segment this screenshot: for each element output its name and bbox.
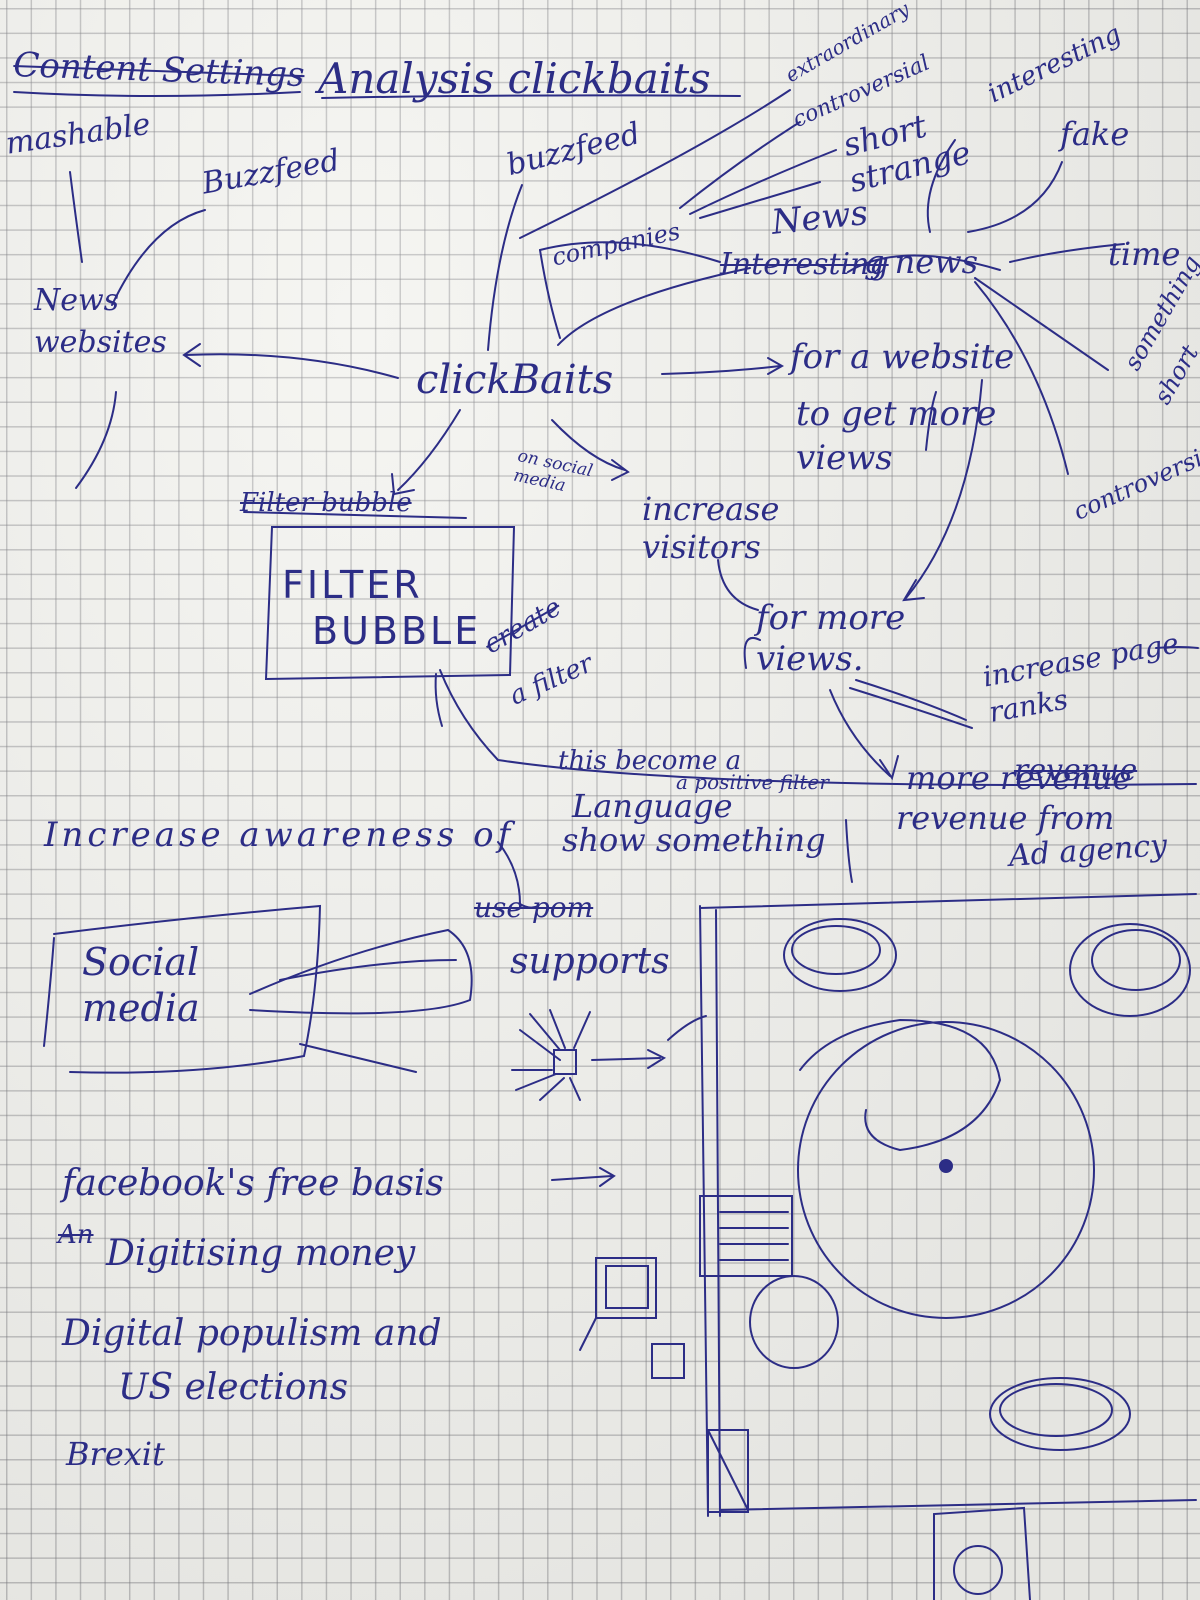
increase-awareness-label: Increase awareness of	[44, 818, 514, 852]
list-item-brexit: Brexit	[66, 1438, 165, 1470]
list-struck-prefix: An	[58, 1222, 94, 1248]
plan-wall-2	[716, 910, 720, 1516]
desk-box	[700, 1196, 792, 1276]
filter-label: FILTER	[282, 566, 423, 604]
line-to-controversial	[680, 122, 800, 208]
for-more-views-label: for more views.	[756, 598, 936, 680]
increase-visitors-label: increase visitors	[642, 490, 812, 567]
for-a-website-label: for a website	[790, 340, 1014, 374]
bottom-box	[934, 1508, 1030, 1600]
door-diagonal	[708, 1430, 748, 1510]
small-box-leg	[580, 1318, 596, 1350]
plan-top-line	[700, 894, 1196, 908]
fake-label: fake	[1060, 118, 1129, 150]
show-something-label: show something	[562, 824, 826, 856]
list-item-populism: Digital populism and	[62, 1316, 442, 1352]
ellipse-4	[750, 1276, 838, 1368]
ellipse-2	[1070, 924, 1190, 1016]
to-get-more-views-label: to get more views	[796, 392, 1056, 480]
supports-label: supports	[510, 944, 670, 980]
line-bubble-left	[436, 674, 442, 726]
line-to-fake	[968, 162, 1062, 232]
ellipse-3	[990, 1378, 1130, 1450]
line-to-time	[1010, 244, 1124, 262]
arrowhead-revenue	[880, 756, 898, 778]
arrow-facebook	[552, 1176, 612, 1180]
ellipse-1-inner	[792, 926, 880, 974]
ellipse-2-inner	[1092, 930, 1180, 990]
arrow-to-filter-bubble	[398, 410, 460, 490]
bottom-circle	[954, 1546, 1002, 1594]
doodle-arrow	[592, 1058, 660, 1060]
social-media-label: Social media	[82, 940, 282, 1031]
supports-struck: use pom	[474, 894, 593, 922]
news-label: News	[770, 196, 869, 240]
ellipse-3-inner	[1000, 1384, 1112, 1436]
line-visitors-views	[718, 560, 758, 610]
news-websites-label: News websites	[34, 280, 184, 364]
arrows-social-supports	[250, 930, 472, 1013]
small-box-inner	[606, 1266, 648, 1308]
page-title: Analysis clickbaits	[318, 58, 711, 100]
bubble-label: BUBBLE	[312, 612, 481, 650]
list-item-facebook: facebook's free basis	[62, 1166, 444, 1202]
list-item-us-elections: US elections	[118, 1370, 348, 1406]
table-inner-scribble	[800, 1020, 1000, 1150]
tick-language	[846, 820, 852, 882]
table-center-dot	[940, 1160, 952, 1172]
language-label: Language	[572, 790, 733, 822]
tiny-box	[652, 1344, 684, 1378]
doodle-square	[554, 1050, 576, 1074]
line-mashable	[70, 172, 82, 262]
line-to-buzzfeed-top	[488, 185, 522, 350]
arrowhead-visitors	[612, 460, 628, 480]
desk-lines	[720, 1212, 788, 1260]
doodle-curve	[668, 1016, 706, 1040]
news-line-label: g news	[864, 246, 978, 278]
filter-bubble-struck: Filter bubble	[240, 490, 412, 516]
plan-wall-1	[700, 906, 708, 1516]
line-websites-tail	[76, 392, 116, 488]
line-social-3	[300, 1044, 416, 1072]
revenue-from-label: revenue from	[896, 802, 1114, 834]
list-item-digitising: Digitising money	[106, 1236, 415, 1272]
arrow-to-website	[662, 366, 780, 374]
time-label: time	[1108, 238, 1180, 270]
title-struck-text: Content Settings	[13, 48, 305, 92]
clickbaits-center: clickBaits	[416, 360, 613, 400]
revenue-struck: revenue	[1014, 756, 1137, 786]
arrow-to-websites	[186, 354, 398, 378]
line-to-page-ranks-2	[850, 688, 972, 728]
social-box-left	[44, 938, 54, 1046]
line-to-page-ranks-1	[856, 680, 966, 720]
doodle-rays	[512, 1010, 590, 1100]
plan-bottom-line	[720, 1500, 1196, 1510]
